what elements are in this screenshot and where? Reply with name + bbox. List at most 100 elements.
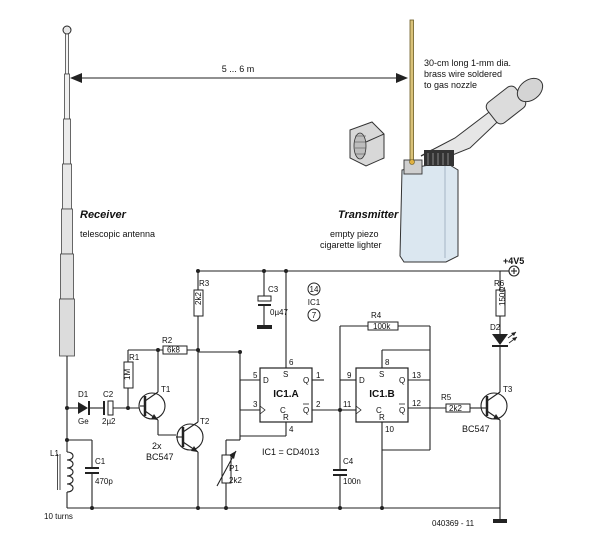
p1-ref: P1	[229, 464, 239, 473]
ic1b-pin-q: 13	[412, 371, 421, 380]
transistor-type: BC547	[146, 452, 174, 462]
c4-ref: C4	[343, 457, 354, 466]
d1-value: Ge	[78, 417, 89, 426]
ic1a-pin-clk: 3	[253, 400, 258, 409]
ic1b-letter-d: D	[359, 376, 365, 385]
ic1a-letter-c: C	[280, 406, 286, 415]
t3-ref: T3	[503, 385, 513, 394]
c1-value: 470p	[95, 477, 113, 486]
ic1b-pin-qbar: 12	[412, 399, 421, 408]
ic1b-pin-s: 8	[385, 358, 390, 367]
transmitter-desc-2: cigarette lighter	[320, 240, 382, 250]
diode-d1	[78, 401, 104, 415]
ic1a-pin-q: 1	[316, 371, 321, 380]
resistor-r3	[193, 269, 204, 422]
c2-ref: C2	[103, 390, 114, 399]
brass-wire	[409, 19, 414, 169]
supply-rail	[198, 265, 520, 277]
ic1a-pin-r: 4	[289, 425, 294, 434]
resistor-r4	[340, 321, 431, 350]
soldering-iron	[420, 77, 544, 161]
r3-ref: R3	[199, 279, 210, 288]
receiver-desc: telescopic antenna	[80, 229, 155, 239]
capacitor-c2	[103, 400, 140, 416]
distance-label: 5 ... 6 m	[222, 64, 255, 74]
resistor-r1	[123, 350, 134, 410]
flipflop-ic1b	[338, 326, 446, 470]
t3-value: BC547	[462, 424, 490, 434]
c3-value: 0µ47	[270, 308, 289, 317]
ic-type-note: IC1 = CD4013	[262, 447, 319, 457]
lighter-cap	[349, 121, 385, 167]
l1-ref: L1	[50, 449, 59, 458]
ic-power-pins	[307, 282, 321, 322]
t2-ref: T2	[200, 417, 210, 426]
lighter-body	[399, 150, 459, 263]
resistor-r5	[445, 403, 480, 413]
capacitor-c3	[257, 269, 272, 329]
c4-value: 100n	[343, 477, 361, 486]
c1-ref: C1	[95, 457, 106, 466]
capacitor-c1	[85, 440, 99, 508]
ic-ref-label: IC1	[308, 298, 321, 307]
ic1a-letter-q: Q	[303, 376, 309, 385]
r6-value: 150Ω	[498, 287, 507, 306]
r6-ref: R6	[494, 279, 505, 288]
transmitter-title: Transmitter	[338, 209, 399, 221]
wire-note-line-2: brass wire soldered	[424, 69, 502, 79]
ic1a-pin-s: 6	[289, 358, 294, 367]
wire-note-line-1: 30-cm long 1-mm dia.	[424, 58, 511, 68]
ic1a-letter-s: S	[283, 370, 288, 379]
ic1b-letter-q: Q	[399, 376, 405, 385]
r5-value: 2k2	[449, 404, 462, 413]
ic1a-pin-d: 5	[253, 371, 258, 380]
ic1b-letter-qbar: Q	[399, 406, 405, 415]
ground-rail	[67, 507, 507, 523]
coil-l1	[57, 368, 74, 508]
transistor-t3	[480, 391, 508, 508]
r4-ref: R4	[371, 311, 382, 320]
p1-value: 2k2	[229, 476, 242, 485]
resistor-r2	[162, 345, 188, 355]
r5-ref: R5	[441, 393, 452, 402]
flipflop-ic1a	[239, 269, 340, 436]
ic1b-letter-c: C	[376, 406, 382, 415]
t1-ref: T1	[161, 385, 171, 394]
potentiometer-p1	[216, 439, 240, 508]
distance-arrow	[70, 73, 408, 83]
ic1b-pin-r: 10	[385, 425, 394, 434]
c2-value: 2µ2	[102, 417, 116, 426]
ic1b-letter-r: R	[379, 413, 385, 422]
r2-value: 6k8	[167, 346, 180, 355]
telescopic-antenna	[59, 25, 75, 368]
d1-ref: D1	[78, 390, 89, 399]
transistor-t2	[158, 421, 204, 508]
ic1a-letter-r: R	[283, 413, 289, 422]
d2-ref: D2	[490, 323, 501, 332]
transistor-t1	[138, 350, 166, 435]
figure-code: 040369 - 11	[432, 519, 475, 528]
l1-value: 10 turns	[44, 512, 73, 521]
r4-value: 100k	[373, 322, 391, 331]
r1-value: 1M	[123, 369, 132, 380]
ic1a-letter-d: D	[263, 376, 269, 385]
ic-vdd-pin: 14	[310, 285, 319, 294]
wire-note-line-3: to gas nozzle	[424, 80, 477, 90]
ic1b-pin-d: 9	[347, 371, 352, 380]
ic1b-pin-clk: 11	[343, 400, 352, 409]
transmitter-desc-1: empty piezo	[330, 229, 379, 239]
supply-label: +4V5	[503, 256, 524, 266]
ic1a-pin-qbar: 2	[316, 400, 321, 409]
led-d2	[492, 331, 518, 392]
ic1b-name: IC1.B	[369, 389, 395, 400]
r2-ref: R2	[162, 336, 173, 345]
capacitor-c4	[333, 469, 347, 508]
r3-value: 2k2	[194, 292, 203, 305]
r1-ref: R1	[129, 353, 140, 362]
ic1a-name: IC1.A	[273, 389, 299, 400]
receiver-title: Receiver	[80, 209, 127, 221]
ic1a-letter-qbar: Q	[303, 406, 309, 415]
c3-ref: C3	[268, 285, 279, 294]
